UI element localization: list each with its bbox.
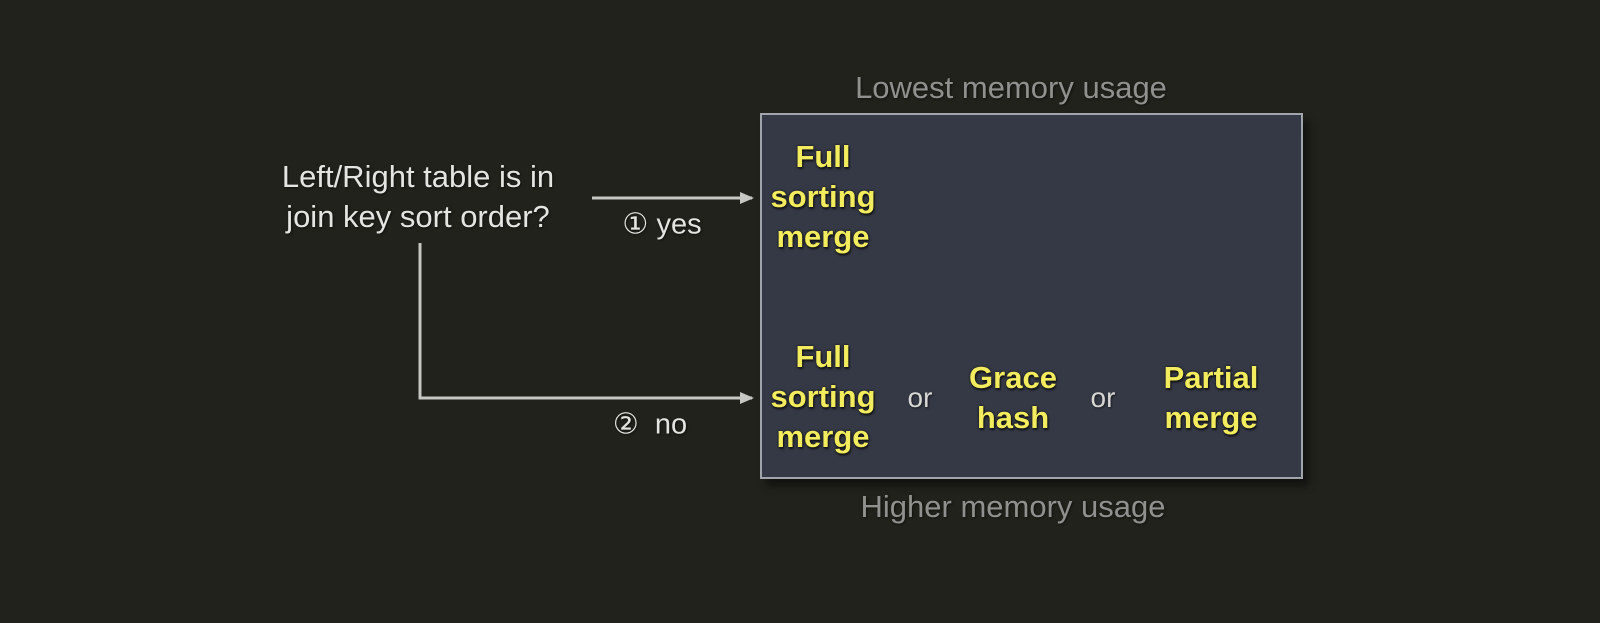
algorithm-box [760, 113, 1303, 479]
branch-label-yes: ① yes [622, 208, 702, 241]
caption-lowest-memory: Lowest memory usage [855, 70, 1167, 105]
algo-full-sorting-merge-unsorted: Full sorting merge [770, 339, 876, 454]
algo-full-sorting-merge-sorted: Full sorting merge [770, 139, 876, 254]
algo-partial-merge: Partial merge [1163, 360, 1259, 435]
caption-higher-memory: Higher memory usage [860, 489, 1166, 524]
branch-label-no: ② no [612, 408, 688, 441]
no-arrow [418, 243, 754, 404]
question-text: Left/Right table is in join key sort ord… [281, 159, 555, 234]
or-separator-1: or [907, 382, 933, 413]
algo-grace-hash: Grace hash [969, 360, 1057, 435]
or-separator-2: or [1090, 382, 1116, 413]
